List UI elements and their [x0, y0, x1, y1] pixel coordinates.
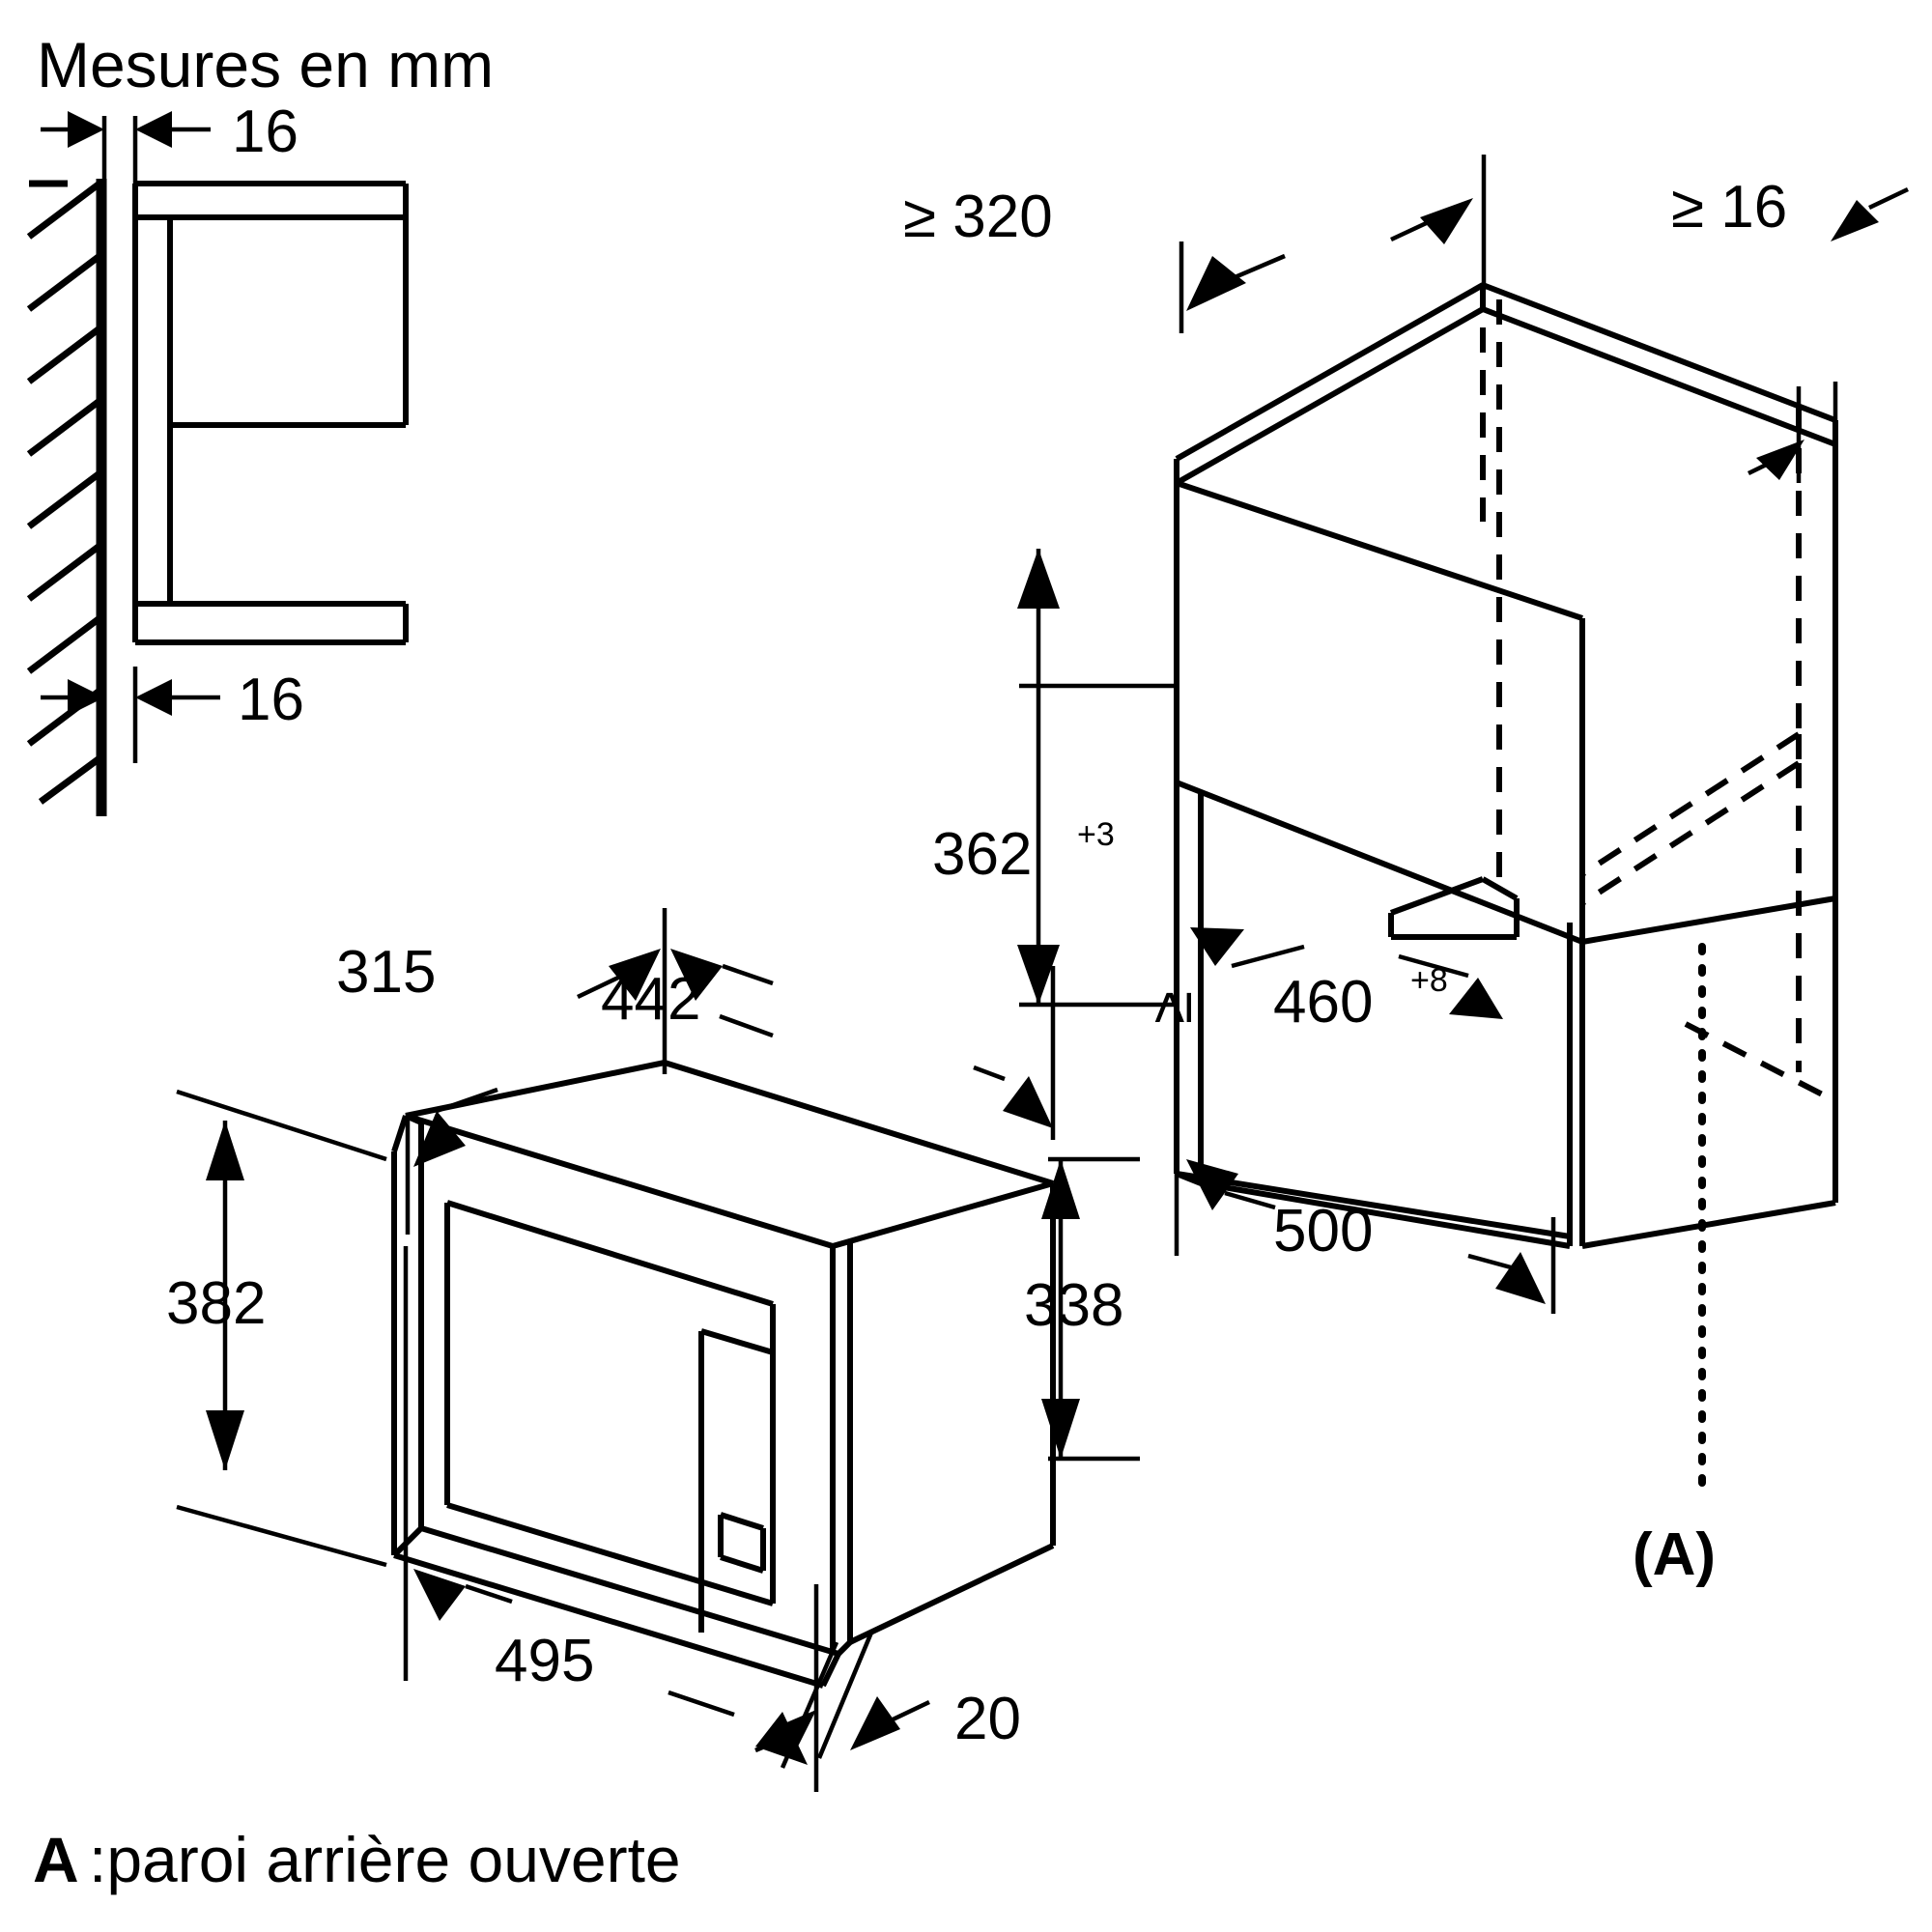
dim-value-wall-gap-top: 16: [232, 99, 298, 165]
appliance-front-face: [391, 1113, 841, 1689]
footnote-text: :paroi arrière ouverte: [89, 1824, 681, 1895]
niche-3d-view: ≥ 320 ≥ 16 362 +3: [903, 155, 1909, 1588]
dim-tolerance-niche-height: +3: [1077, 816, 1115, 853]
niche-front-edges: [1174, 618, 1585, 1249]
wall-section-view: 16: [26, 99, 409, 816]
dim-niche-depth-top: ≥ 320: [903, 155, 1487, 333]
dim-value-niche-depth-top: ≥ 320: [903, 184, 1053, 250]
dim-value-niche-depth-bottom: 500: [1273, 1198, 1373, 1264]
footnote-marker: A: [33, 1824, 79, 1895]
footnote: A :paroi arrière ouverte: [33, 1824, 681, 1895]
legend-a-pointer: (A): [1633, 943, 1716, 1588]
dim-wall-gap-bottom: 16: [41, 667, 304, 733]
dim-value-appliance-body-height: 338: [1024, 1272, 1123, 1339]
dim-appliance-top-width: 442: [601, 949, 1056, 1140]
dim-value-appliance-front-overhang: 20: [954, 1686, 1021, 1752]
dim-niche-height: 362 +3: [932, 549, 1174, 1008]
dim-appliance-body-height: 338: [1024, 1156, 1140, 1462]
dim-value-niche-height: 362: [932, 821, 1032, 888]
dim-value-appliance-front-width: 495: [495, 1628, 594, 1694]
dim-niche-depth-bottom: 500: [1174, 1150, 1556, 1314]
niche-shelf-lip: [1388, 876, 1520, 940]
drawing-title: Mesures en mm: [37, 29, 494, 100]
dim-wall-gap-top: 16: [41, 99, 298, 165]
dim-niche-width: ≥ 460 +8: [1138, 927, 1503, 1036]
niche-hidden-lines: [1480, 285, 1837, 1104]
appliance-body-face: [830, 1183, 1056, 1657]
legend-a-label: (A): [1633, 1521, 1716, 1588]
dim-value-niche-side-clearance: ≥ 16: [1671, 174, 1787, 241]
dim-value-appliance-depth: 315: [336, 939, 436, 1006]
dim-value-wall-gap-bottom: 16: [238, 667, 304, 733]
dim-appliance-front-overhang: 20: [754, 1632, 1021, 1769]
dim-niche-side-clearance: ≥ 16: [1671, 174, 1909, 483]
wall-hatch: [26, 180, 102, 805]
dim-appliance-depth: 315: [336, 908, 668, 1235]
dim-value-appliance-top-width: 442: [601, 966, 700, 1033]
dim-value-appliance-front-height: 382: [166, 1270, 266, 1337]
cabinet-side-panel: [132, 181, 409, 645]
appliance-control-panel: [698, 1328, 774, 1633]
dim-appliance-front-width: 495: [403, 1246, 819, 1792]
dim-tolerance-niche-width: +8: [1410, 962, 1448, 999]
niche-left-panel: [1174, 459, 1585, 945]
dim-value-niche-width: 460: [1273, 969, 1373, 1036]
appliance-3d-view: 315 442 382: [166, 908, 1140, 1792]
dim-prefix-niche-width: ≥: [1138, 991, 1205, 1024]
niche-top-board: [1174, 282, 1838, 486]
dim-appliance-front-height: 382: [166, 1089, 387, 1568]
